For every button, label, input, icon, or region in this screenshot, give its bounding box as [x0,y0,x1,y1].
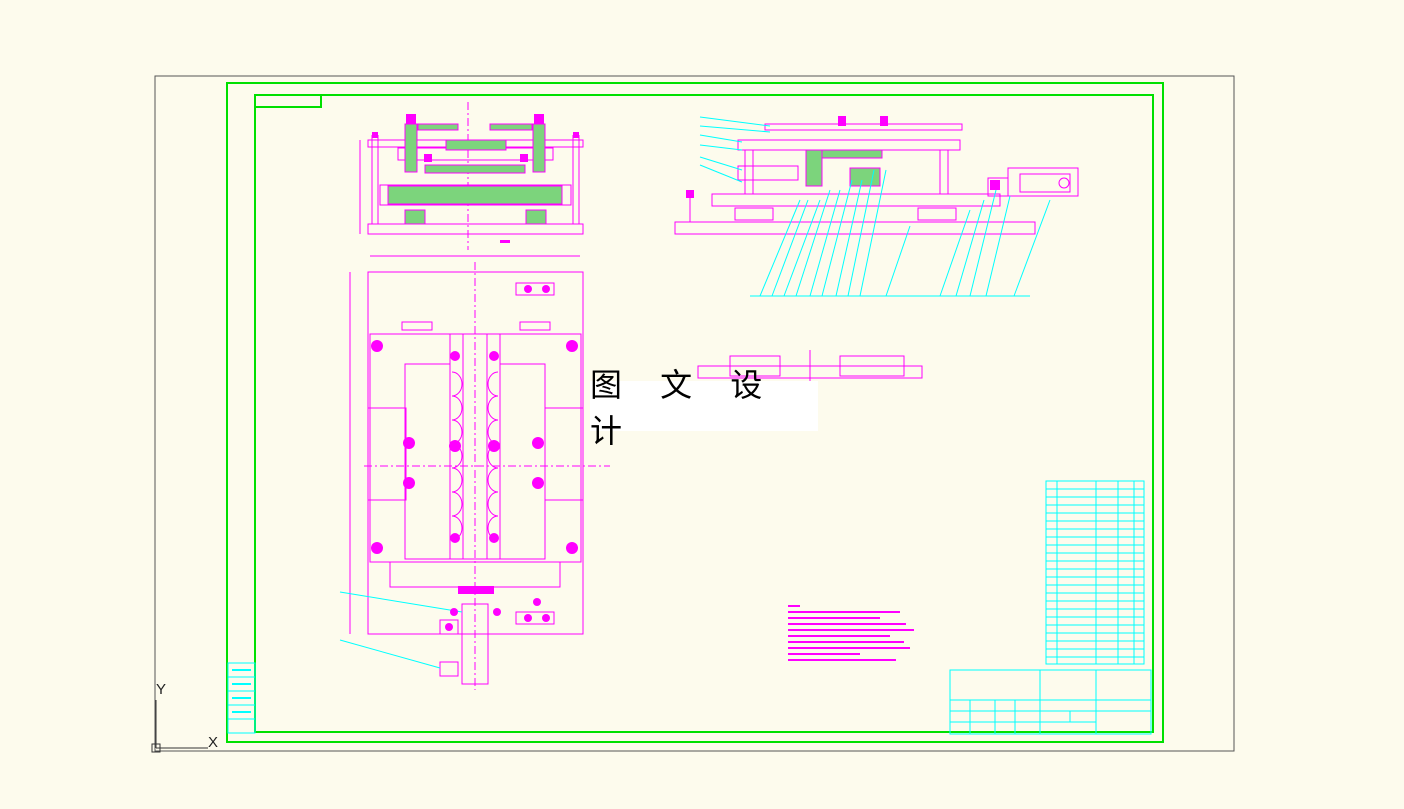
code-box [254,94,322,108]
front-view [359,102,584,257]
ucs-x-label: X [208,734,219,751]
top-view [339,262,610,690]
technical-notes [788,605,914,661]
parts-list-table [1045,480,1145,665]
drawing-frame-inner [254,94,1154,733]
detail-view [697,350,923,384]
title-block [949,669,1152,735]
ucs-y-label: Y [156,681,167,698]
ucs-icon [151,700,208,753]
binding-block [227,662,256,734]
watermark-text: 图 文 设 计 [590,366,818,450]
paper-border [154,75,1235,752]
drawing-frame-outer [226,82,1164,743]
side-view [674,116,1079,297]
